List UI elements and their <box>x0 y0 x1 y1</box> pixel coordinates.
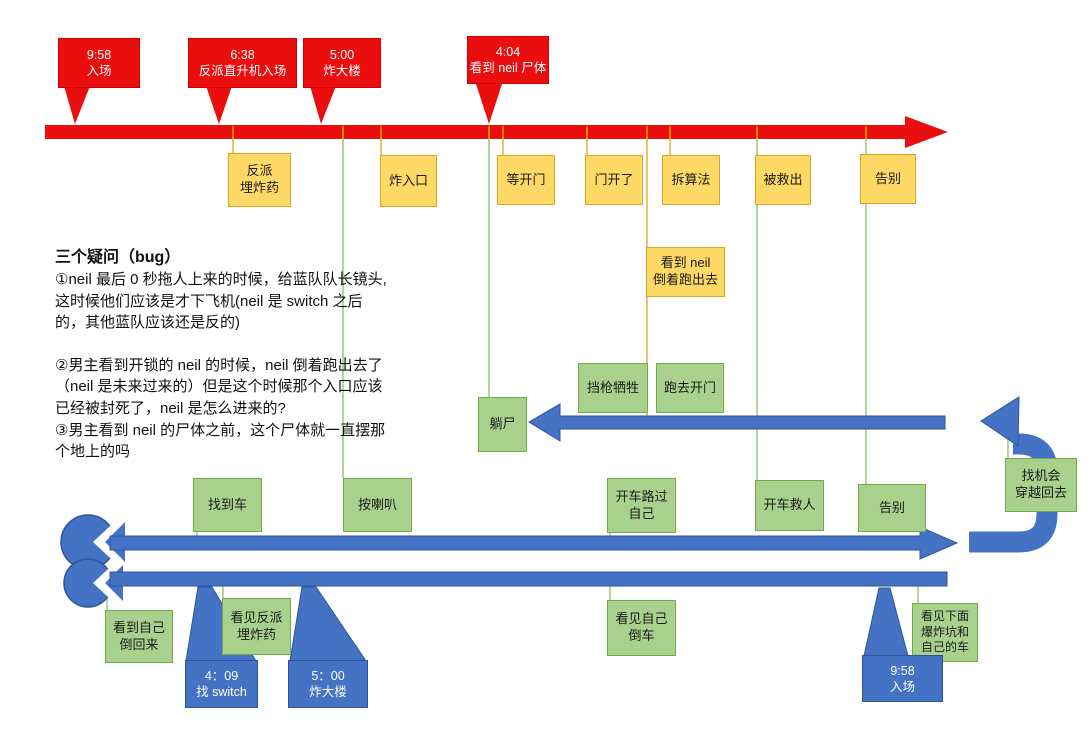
event-find-car: 找到车 <box>193 478 262 532</box>
event-drive-rescue: 开车救人 <box>755 480 824 531</box>
forward-timeline-bar <box>109 526 959 560</box>
event-drive-past-self: 开车路过 自己 <box>607 478 676 533</box>
red-callout-tails <box>64 84 502 124</box>
event-farewell-bottom: 告别 <box>858 484 926 532</box>
red-callout-see-neil-body: 4:04 看到 neil 尸体 <box>467 36 549 84</box>
turnstile-icon <box>60 514 125 609</box>
notes-question-1: ①neil 最后 0 秒拖人上来的时候，给蓝队队长镜头, 这时候他们应该是才下飞… <box>55 271 387 332</box>
event-block-bullet-sacrifice: 挡枪牺牲 <box>578 363 648 413</box>
uturn-arrowhead <box>980 396 1020 447</box>
event-run-open-door: 跑去开门 <box>656 363 724 413</box>
inverted-timeline-bar <box>109 571 948 587</box>
red-timeline-bar <box>45 125 905 139</box>
event-dismantle-algorithm: 拆算法 <box>662 155 720 205</box>
event-see-villain-plant-bomb: 看见反派 埋炸药 <box>222 598 291 655</box>
red-callout-helicopter: 6:38 反派直升机入场 <box>188 38 297 88</box>
blue-callout-blow-building: 5：00 炸大楼 <box>288 660 368 708</box>
event-blow-entrance: 炸入口 <box>380 155 437 207</box>
event-wait-door: 等开门 <box>497 155 555 205</box>
event-door-opened: 门开了 <box>585 155 643 205</box>
event-see-self-return: 看到自己 倒回来 <box>105 610 173 663</box>
event-rescued: 被救出 <box>755 155 811 205</box>
blue-callout-tails <box>185 586 909 662</box>
notes-question-3: ③男主看到 neil 的尸体之前，这个尸体就一直摆那个地上的吗 <box>55 421 386 461</box>
red-callout-entry: 9:58 入场 <box>58 38 140 88</box>
event-find-chance-invert: 找机会 穿越回去 <box>1005 458 1077 512</box>
event-lying-body: 躺尸 <box>478 397 527 452</box>
notes-question-2: ②男主看到开锁的 neil 的时候，neil 倒着跑出去了（neil 是未来过来… <box>55 356 383 417</box>
notes-title: 三个疑问（bug） <box>55 249 181 266</box>
red-callout-blow-building: 5:00 炸大楼 <box>303 38 381 88</box>
event-honk-horn: 按喇叭 <box>343 478 412 532</box>
notes-block: 三个疑问（bug） ①neil 最后 0 秒拖人上来的时候，给蓝队队长镜头, 这… <box>55 243 387 463</box>
blue-callout-find-switch: 4：09 找 switch <box>185 660 258 708</box>
blue-callout-entry: 9:58 入场 <box>862 655 943 702</box>
red-timeline-arrowhead <box>905 116 948 148</box>
event-saw-neil-run-backwards: 看到 neil 倒着跑出去 <box>646 247 725 297</box>
event-villain-plant-bomb: 反派 埋炸药 <box>228 153 291 207</box>
red-timeline-ticks <box>232 126 867 139</box>
event-see-self-reverse-car: 看见自己 倒车 <box>607 600 676 656</box>
event-see-crater-and-car: 看见下面 爆炸坑和 自己的车 <box>912 603 978 662</box>
reverse-travel-arrow <box>528 403 946 442</box>
event-farewell-top: 告别 <box>860 154 916 204</box>
